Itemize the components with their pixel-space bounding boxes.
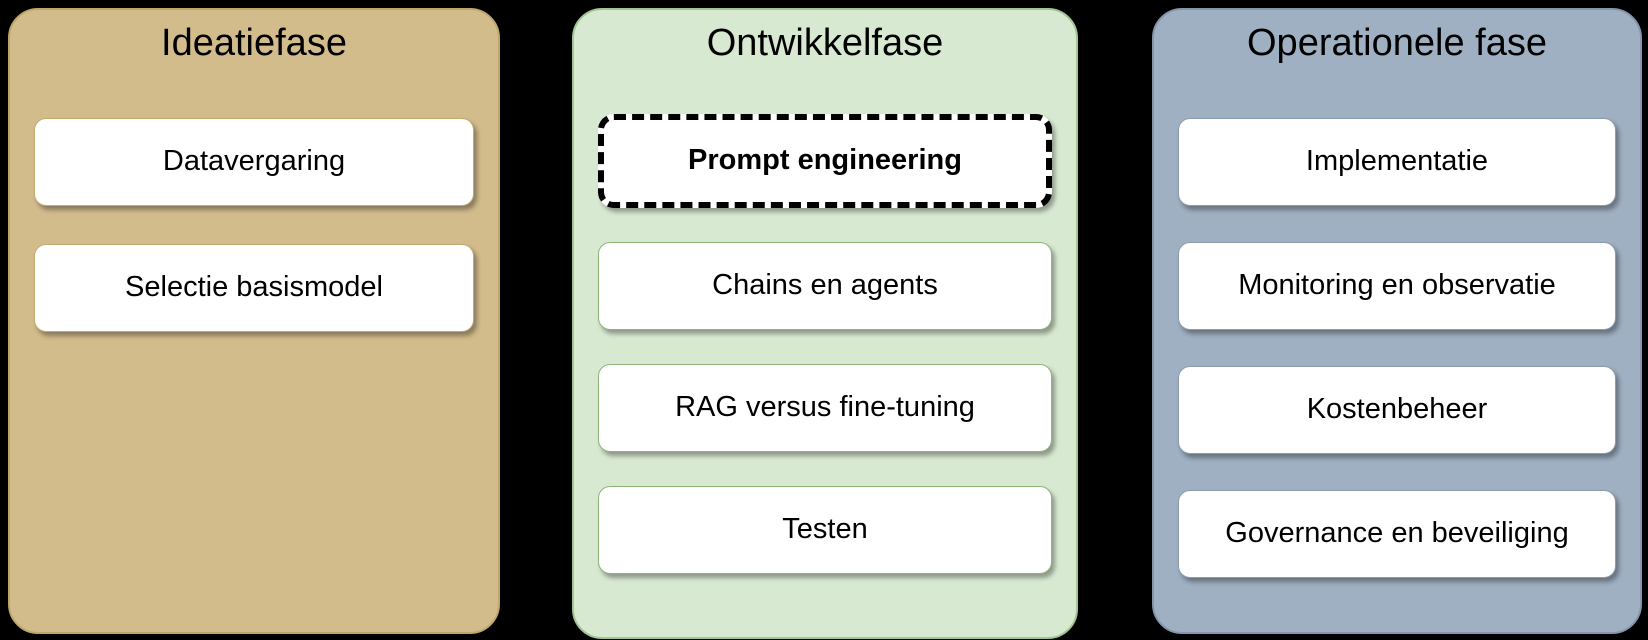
node-label: RAG versus fine-tuning — [675, 391, 975, 424]
node-label: Governance en beveiliging — [1225, 517, 1569, 550]
node-label: Kostenbeheer — [1306, 393, 1488, 426]
panel-operationele-fase: Operationele fase Implementatie Monitori… — [1152, 8, 1642, 634]
panel-operationele-fase-boxes: Implementatie Monitoring en observatie K… — [1178, 117, 1616, 578]
node-prompt-engineering: Prompt engineering — [598, 113, 1052, 208]
node-chains-en-agents: Chains en agents — [598, 241, 1052, 330]
node-testen: Testen — [598, 485, 1052, 574]
node-label: Implementatie — [1305, 145, 1489, 178]
node-governance-en-beveiliging: Governance en beveiliging — [1178, 489, 1616, 578]
node-label: Monitoring en observatie — [1238, 269, 1556, 302]
node-label: Datavergaring — [162, 145, 346, 178]
node-datavergaring: Datavergaring — [34, 117, 474, 206]
panel-ontwikkelfase-boxes: Prompt engineering Chains en agents RAG … — [598, 113, 1052, 574]
panel-ideatiefase-boxes: Datavergaring Selectie basismodel — [34, 117, 474, 332]
node-rag-versus-fine-tuning: RAG versus fine-tuning — [598, 363, 1052, 452]
node-label: Prompt engineering — [688, 144, 962, 177]
node-selectie-basismodel: Selectie basismodel — [34, 243, 474, 332]
panel-ideatiefase: Ideatiefase Datavergaring Selectie basis… — [8, 8, 500, 634]
node-label: Selectie basismodel — [125, 271, 383, 304]
panel-title-ideatiefase: Ideatiefase — [161, 22, 347, 64]
node-label: Chains en agents — [712, 269, 938, 302]
node-implementatie: Implementatie — [1178, 117, 1616, 206]
node-kostenbeheer: Kostenbeheer — [1178, 365, 1616, 454]
node-label: Testen — [782, 513, 868, 546]
node-monitoring-en-observatie: Monitoring en observatie — [1178, 241, 1616, 330]
panel-title-ontwikkelfase: Ontwikkelfase — [706, 22, 944, 64]
panel-ontwikkelfase: Ontwikkelfase Prompt engineering Chains … — [572, 8, 1078, 639]
panel-title-operationele-fase: Operationele fase — [1247, 22, 1547, 64]
